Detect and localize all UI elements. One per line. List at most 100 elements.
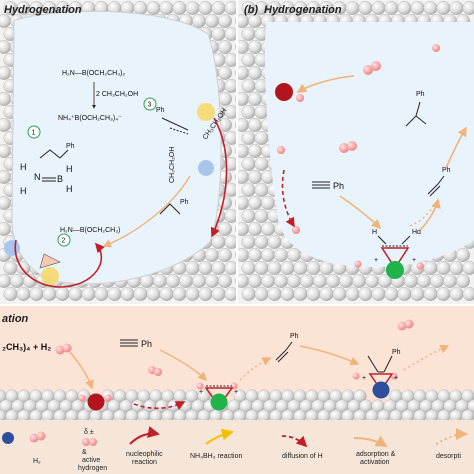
surface-sphere	[172, 0, 187, 16]
surface-sphere	[462, 1, 474, 15]
surface-sphere	[217, 274, 232, 289]
surface-sphere	[287, 247, 302, 262]
surface-sphere	[456, 247, 471, 262]
styrene-molecule-right: Ph	[159, 199, 189, 215]
surface-sphere	[146, 287, 161, 302]
panel-a: Hydrogenation H₂N—B(OCH₂CH₃)₂ 2 CH₃CH₂OH…	[0, 0, 239, 304]
surface-sphere	[247, 40, 262, 55]
surface-sphere	[120, 287, 135, 302]
svg-text:+: +	[362, 375, 366, 382]
svg-text:H: H	[66, 164, 73, 174]
surface-sphere	[410, 287, 425, 302]
surface-sphere	[16, 287, 31, 302]
surface-sphere	[247, 169, 262, 184]
surface-sphere	[339, 274, 354, 289]
surface-sphere	[29, 287, 44, 302]
svg-text:H: H	[372, 229, 377, 236]
alkane-product: Ph	[405, 91, 427, 127]
surface-sphere	[178, 274, 193, 289]
surface-sphere	[247, 13, 262, 29]
surface-sphere	[211, 0, 226, 16]
desorption-arrow-b	[409, 203, 435, 227]
surface-sphere	[247, 117, 262, 132]
panel-a-title: Hydrogenation	[4, 4, 82, 16]
surface-sphere	[254, 130, 269, 145]
surface-sphere	[247, 65, 262, 80]
red-catalyst-site-c	[87, 393, 105, 411]
surface-sphere	[9, 274, 25, 289]
legend-active-hydrogen: δ ± & active hydrogen	[78, 429, 107, 472]
surface-sphere	[267, 287, 282, 302]
surface-sphere	[241, 261, 256, 276]
surface-sphere	[300, 274, 315, 289]
surface-sphere	[241, 104, 256, 119]
yellow-active-site-2	[41, 267, 59, 285]
surface-sphere	[261, 195, 276, 210]
arrow-up-right-b	[445, 126, 467, 169]
svg-text:Ph: Ph	[141, 339, 152, 349]
orange-path-a	[102, 175, 191, 248]
svg-text:H: H	[20, 186, 27, 196]
amine-borate-label: H₂N—B(OCH₂CH₃)₂	[62, 70, 125, 77]
surface-sphere	[397, 287, 412, 302]
surface-sphere	[211, 287, 226, 302]
surface-sphere	[241, 27, 256, 42]
surface-sphere	[280, 261, 295, 276]
nucleophilic-arrow-1	[14, 239, 105, 288]
surface-sphere	[462, 261, 474, 275]
surface-sphere	[217, 91, 232, 106]
svg-text:nucleophilic: nucleophilic	[126, 451, 163, 458]
surface-sphere	[261, 274, 276, 289]
surface-sphere	[146, 0, 161, 16]
surface-sphere	[3, 287, 18, 302]
svg-text:Ph: Ph	[416, 91, 425, 98]
adsorption-arrow-c1	[69, 351, 94, 390]
adsorbed-complex-right: Ph + +	[362, 349, 401, 392]
styrene-molecule: Ph	[39, 143, 75, 159]
svg-text:activation: activation	[360, 459, 390, 466]
panel-c-title: ation	[2, 313, 29, 325]
surface-sphere	[241, 53, 256, 68]
surface-sphere	[247, 221, 262, 236]
surface-sphere	[410, 0, 425, 16]
ethanol-label: 2 CH₃CH₂OH	[96, 91, 138, 98]
svg-text:active: active	[82, 457, 100, 464]
surface-sphere	[397, 0, 412, 16]
surface-sphere	[211, 261, 226, 276]
svg-text:+: +	[374, 257, 378, 264]
surface-sphere	[185, 261, 200, 276]
surface-sphere	[81, 287, 96, 302]
surface-sphere	[287, 274, 302, 289]
surface-sphere	[204, 274, 219, 289]
legend-adsorption: adsorption & activation	[353, 435, 396, 466]
phenylacetylene-c: Ph	[120, 339, 152, 349]
adsorbed-complex-b: H Hd + +	[372, 229, 421, 270]
svg-text:CH₃CH₂OH: CH₃CH₂OH	[169, 147, 176, 183]
desorption-arrow-c1	[239, 357, 272, 381]
surface-sphere	[185, 0, 200, 16]
surface-sphere	[430, 274, 445, 289]
surface-sphere	[217, 195, 232, 210]
svg-text:diffusion of H: diffusion of H	[282, 453, 323, 460]
legend-nh3bh3: NH₃BH₃ reaction	[190, 428, 242, 460]
svg-text:NH₃BH₃ reaction: NH₃BH₃ reaction	[190, 453, 242, 460]
surface-sphere	[241, 130, 256, 145]
svg-text:Ph: Ph	[392, 349, 401, 356]
legend-desorption: desorpti	[435, 428, 468, 460]
surface-sphere	[365, 274, 380, 289]
svg-text:+: +	[199, 389, 203, 396]
surface-sphere	[358, 287, 373, 302]
surface-sphere	[319, 287, 334, 302]
legend-catalyst-icon	[2, 432, 14, 444]
surface-sphere	[423, 287, 438, 302]
surface-sphere	[247, 195, 262, 210]
surface-sphere	[293, 261, 308, 276]
surface-sphere	[423, 0, 438, 16]
blue-active-site	[198, 160, 214, 176]
svg-text:Ph: Ph	[66, 143, 75, 150]
surface-sphere	[68, 287, 83, 302]
surface-sphere	[467, 399, 474, 413]
svg-text:desorpti: desorpti	[436, 453, 461, 460]
svg-text:+: +	[394, 375, 398, 382]
